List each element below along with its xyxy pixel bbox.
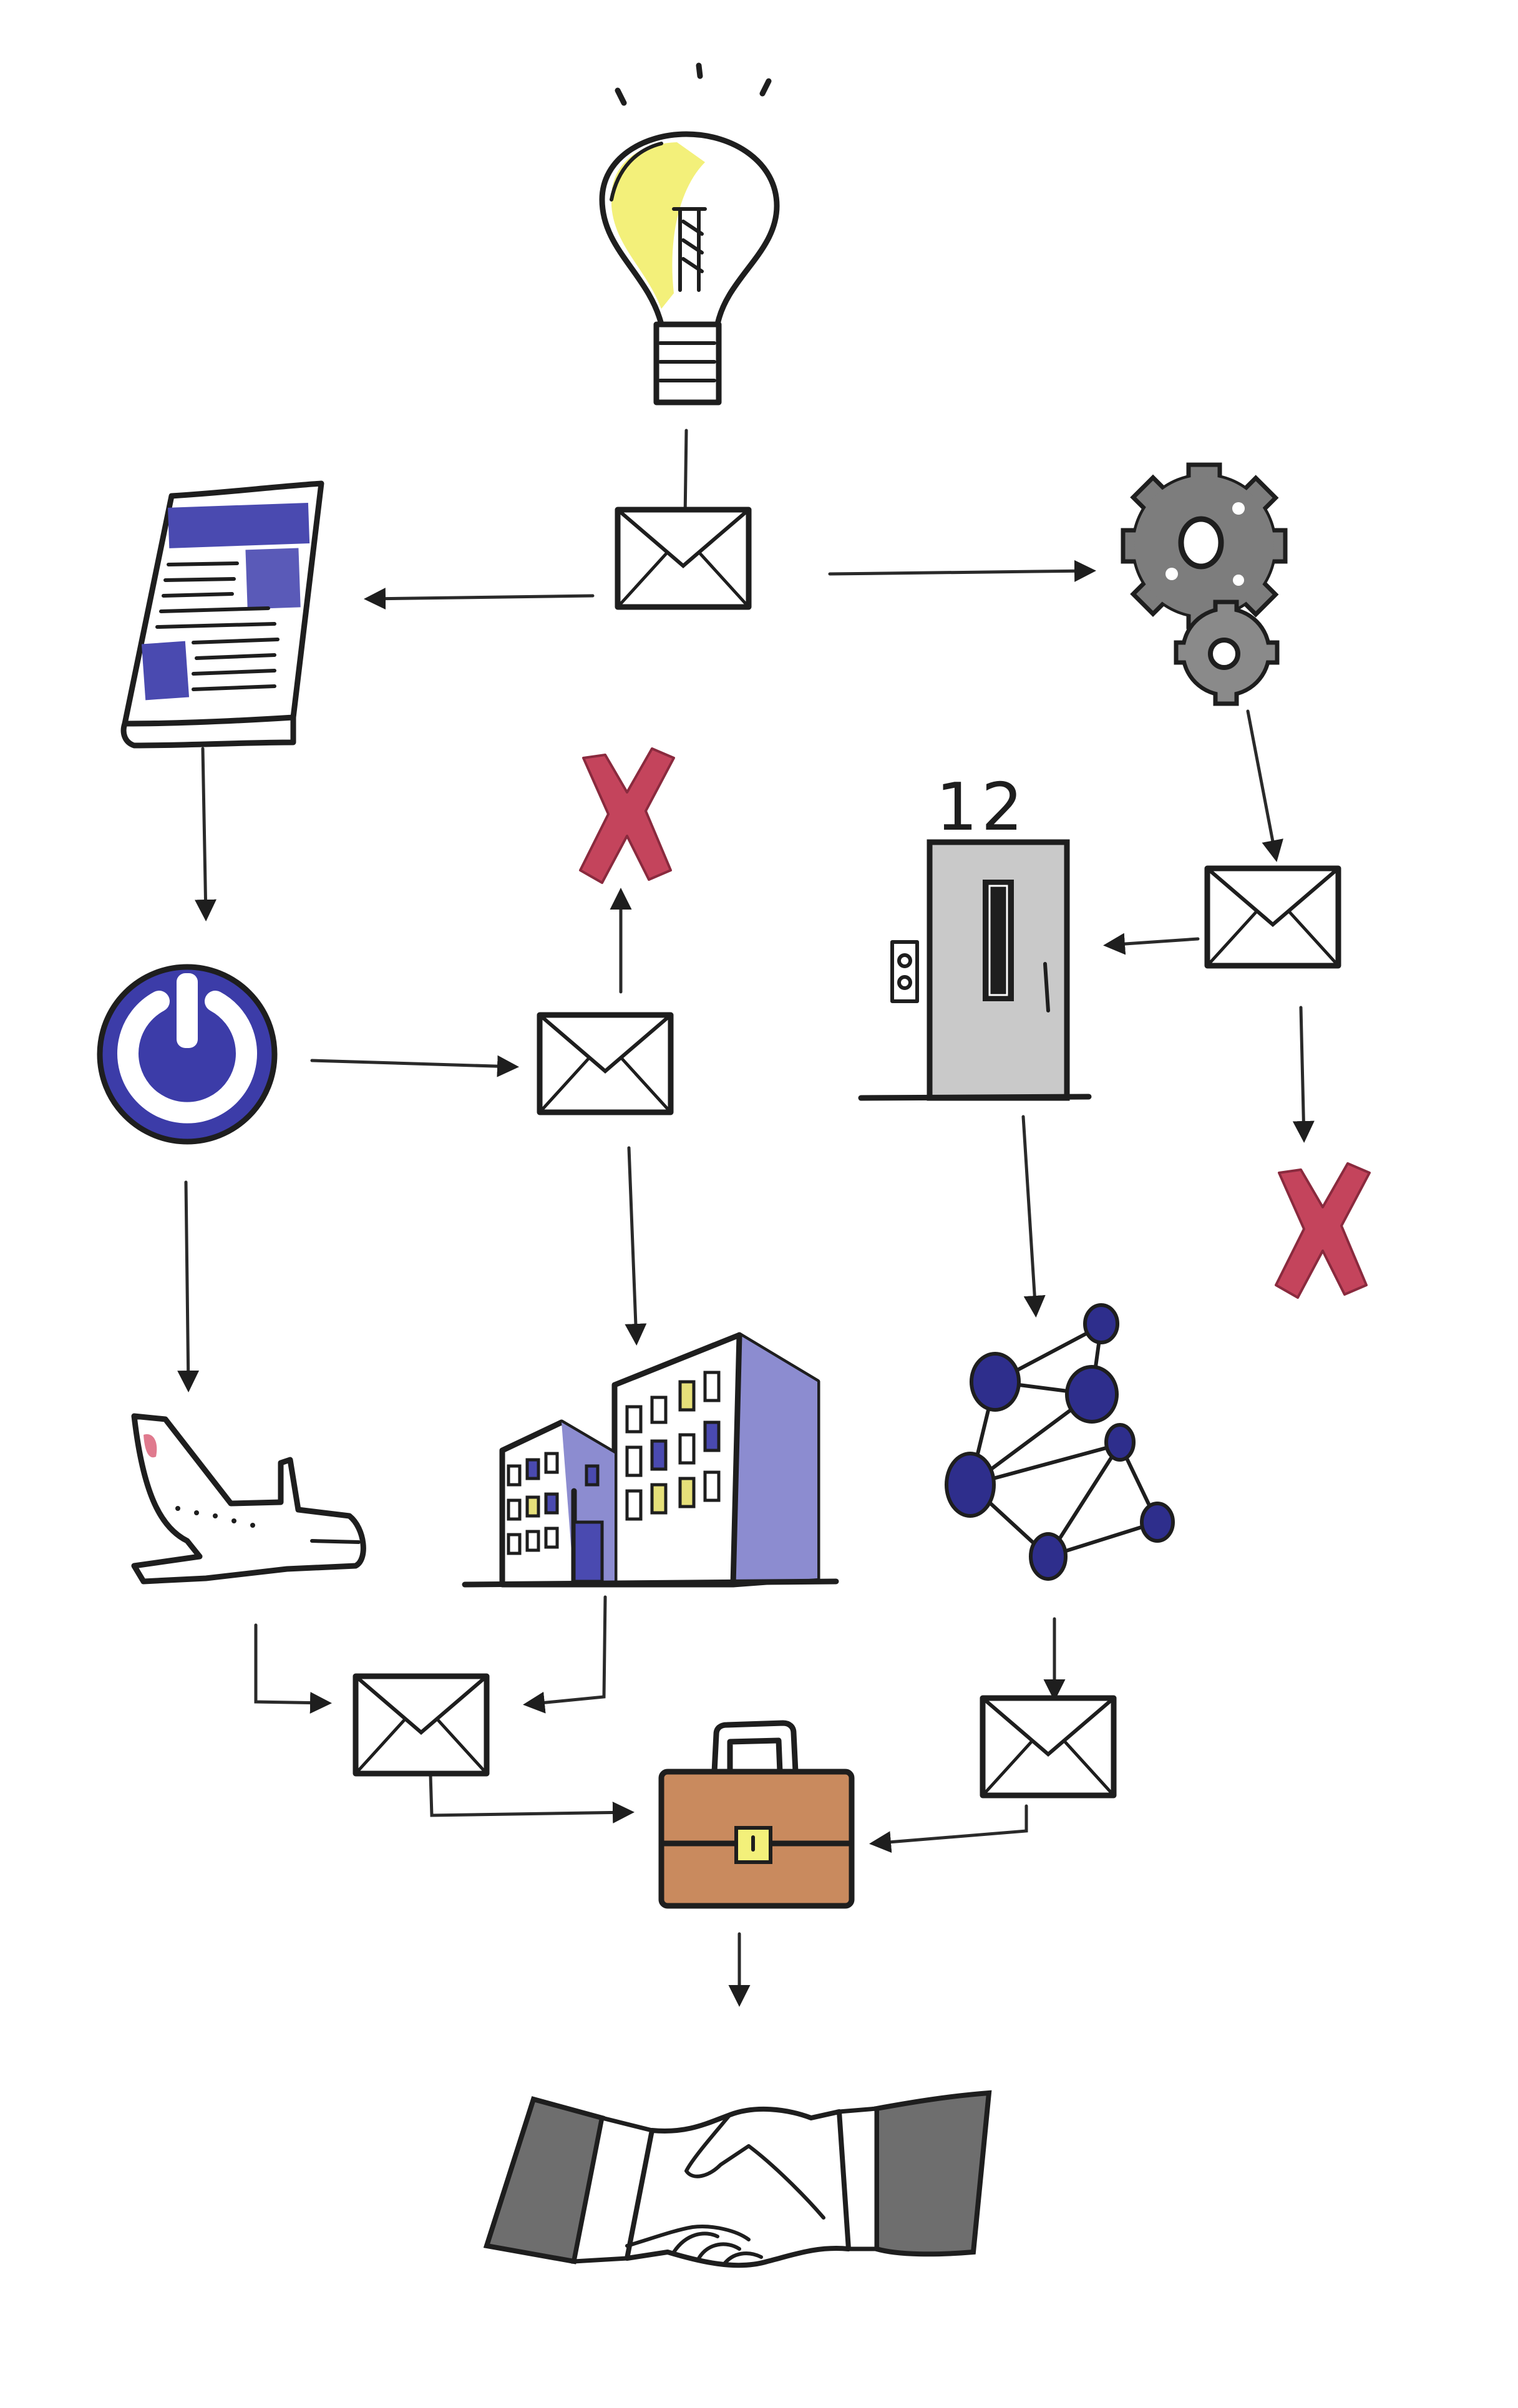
envelope-icon xyxy=(618,510,749,607)
arrow-newspaper-to-power xyxy=(194,747,217,921)
cross-icon xyxy=(1275,1162,1371,1299)
gears-icon xyxy=(1121,462,1288,706)
power-icon xyxy=(97,964,278,1145)
elevator-icon: 12 xyxy=(858,769,1092,1101)
envelope-icon xyxy=(983,1698,1114,1795)
floor-number: 12 xyxy=(936,769,1027,845)
arrow-elevator-to-network xyxy=(1021,1115,1046,1318)
plane-icon xyxy=(131,1413,366,1585)
briefcase-icon xyxy=(658,1720,855,1909)
arrow-envelope-to-briefcase xyxy=(429,1773,635,1823)
arrow-bulb-to-envelope xyxy=(683,429,688,520)
arrow-plane-to-envelope xyxy=(254,1623,332,1714)
handshake-icon xyxy=(483,2090,992,2268)
envelope-icon xyxy=(356,1676,487,1774)
newspaper-icon xyxy=(120,480,324,749)
arrow-envelope-to-cross xyxy=(1292,1006,1315,1143)
arrow-power-to-plane xyxy=(177,1180,200,1392)
arrow-power-to-envelope xyxy=(310,1055,519,1077)
cross-icon xyxy=(579,747,675,884)
lightbulb-icon xyxy=(599,62,780,405)
arrow-gears-to-envelope xyxy=(1246,709,1283,862)
arrow-building-to-envelope xyxy=(523,1595,607,1714)
arrow-envelope-to-briefcase xyxy=(869,1804,1028,1853)
envelope-icon xyxy=(1207,868,1338,966)
arrow-envelope-to-gears xyxy=(828,560,1096,582)
envelope-icon xyxy=(540,1015,671,1112)
arrow-envelope-to-elevator xyxy=(1103,933,1200,955)
arrow-envelope-to-building xyxy=(625,1146,647,1346)
office-building-icon xyxy=(462,1332,839,1588)
network-icon xyxy=(945,1303,1175,1581)
connectors xyxy=(177,429,1315,2007)
arrow-envelope-to-newspaper xyxy=(364,588,595,610)
